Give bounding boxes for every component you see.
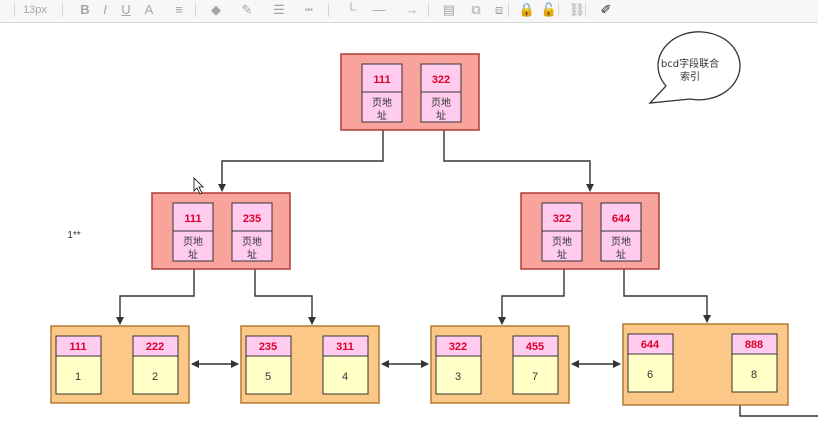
side-note: 1**: [67, 230, 80, 241]
leaf-value-label: 8: [751, 369, 757, 381]
lock-button[interactable]: 🔒: [518, 2, 536, 17]
leaf-key-label: 235: [259, 341, 277, 353]
arrange-button[interactable]: ▤: [442, 2, 456, 17]
page-address-label: 址: [616, 248, 626, 261]
leaf-value-label: 7: [532, 371, 538, 383]
leaf-key-label: 644: [641, 339, 660, 351]
page-address-label: 页地: [183, 235, 203, 248]
leaf-key-label: 888: [745, 339, 763, 351]
toolbar-separator: [195, 3, 196, 17]
key-label: 111: [184, 213, 201, 225]
node-to-leaf-arrow: [498, 269, 565, 325]
page-address-label: 址: [247, 248, 257, 261]
link-button[interactable]: ⛓: [568, 2, 586, 17]
line-width-button[interactable]: ☰: [273, 2, 285, 17]
italic-button[interactable]: I: [103, 2, 107, 17]
leaf-value-cell: [627, 353, 674, 393]
leaf-value-cell: [731, 353, 778, 393]
leaf-value-cell: [132, 355, 179, 395]
bold-button[interactable]: B: [80, 2, 90, 17]
key-label: 111: [373, 74, 390, 86]
format-painter-button[interactable]: ✐: [600, 2, 612, 17]
page-address-label: 页地: [552, 235, 572, 248]
leaf-value-label: 3: [455, 371, 461, 383]
leaf-value-label: 1: [75, 371, 81, 383]
font-color-button[interactable]: A: [144, 2, 154, 17]
callout-text: 索引: [680, 70, 700, 83]
line-style-button[interactable]: —: [372, 2, 386, 17]
node-to-leaf-arrow: [116, 269, 195, 325]
toolbar-separator: [328, 3, 329, 17]
callout-bubble: [648, 31, 741, 104]
group-button[interactable]: ⧉: [471, 2, 481, 17]
key-cell: [361, 63, 403, 123]
page-address-label: 页地: [372, 96, 392, 109]
leaf-key-label: 311: [336, 341, 354, 353]
key-cell: [420, 63, 462, 123]
toolbar-separator: [508, 3, 509, 17]
root-to-right-child-arrow: [443, 130, 594, 192]
leaf-value-label: 6: [647, 369, 653, 381]
btree-index-diagram: 111页地址322页地址111页地址235页地址322页地址644页地址1111…: [50, 31, 818, 417]
leaf-value-cell: [322, 355, 369, 395]
leaf-key-label: 322: [449, 341, 467, 353]
key-cell: [541, 202, 583, 262]
leaf-value-cell: [55, 355, 102, 395]
node-to-leaf-arrow: [623, 269, 711, 323]
page-address-label: 页地: [431, 96, 451, 109]
leaf-key-label: 222: [146, 341, 164, 353]
key-label: 235: [243, 213, 261, 225]
key-cell: [231, 202, 273, 262]
page-address-label: 址: [377, 109, 387, 122]
align-button[interactable]: ≡: [175, 2, 183, 17]
leaf-value-label: 5: [265, 371, 271, 383]
callout-text: bcd字段联合: [661, 57, 719, 70]
page-address-label: 址: [436, 109, 446, 122]
line-color-button[interactable]: ✎: [241, 2, 253, 17]
toolbar-separator: [428, 3, 429, 17]
leaf-key-label: 455: [526, 341, 544, 353]
underline-button[interactable]: U: [121, 2, 131, 17]
page-address-label: 页地: [242, 235, 262, 248]
key-label: 644: [612, 213, 631, 225]
key-cell: [600, 202, 642, 262]
leaf-value-cell: [245, 355, 292, 395]
leaf-value-label: 4: [342, 371, 348, 383]
toolbar-separator: [62, 3, 63, 17]
node-to-leaf-arrow: [254, 269, 316, 325]
key-cell: [172, 202, 214, 262]
connector-style-button[interactable]: └: [346, 2, 356, 17]
key-label: 322: [553, 213, 571, 225]
font-size-select[interactable]: 13px: [23, 4, 47, 16]
unlock-button[interactable]: 🔓: [540, 2, 558, 17]
root-to-left-child-arrow: [218, 130, 384, 192]
key-label: 322: [432, 74, 450, 86]
ungroup-button[interactable]: ⧈: [494, 2, 504, 17]
leaf-key-label: 111: [69, 341, 86, 353]
page-address-label: 址: [557, 248, 567, 261]
leaf-value-cell: [435, 355, 482, 395]
line-dash-button[interactable]: ┅: [305, 2, 313, 17]
arrow-style-button[interactable]: →: [405, 2, 419, 17]
fill-color-button[interactable]: ◆: [211, 2, 221, 17]
toolbar-separator: [558, 3, 559, 17]
toolbar-separator: [14, 3, 15, 17]
page-address-label: 页地: [611, 235, 631, 248]
leaf-value-cell: [512, 355, 559, 395]
mouse-cursor-icon: [193, 177, 204, 195]
page-address-label: 址: [188, 248, 198, 261]
leaf-value-label: 2: [152, 371, 158, 383]
toolbar-separator: [585, 3, 586, 17]
